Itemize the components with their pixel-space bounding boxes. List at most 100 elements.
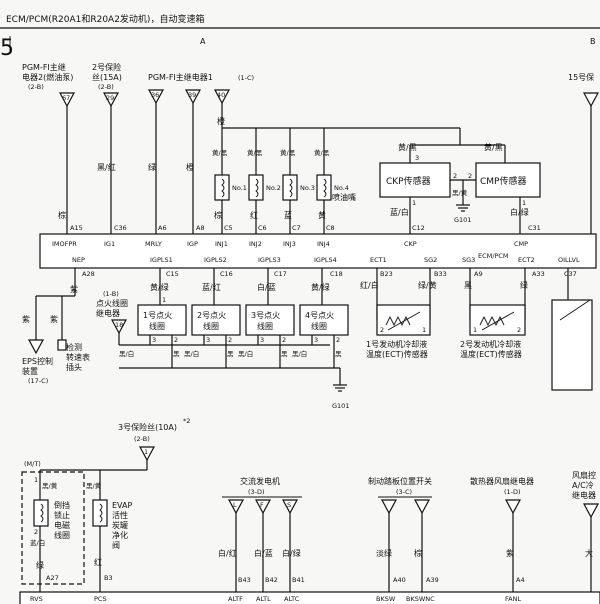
ac-relay-wire: 大	[585, 548, 593, 558]
svg-text:No.1: No.1	[232, 184, 247, 192]
ecm-term-inj1: INJ1	[215, 240, 228, 248]
pgm-relay2-label1: PGM-FI主继	[22, 62, 66, 72]
svg-text:黑/白: 黑/白	[292, 349, 307, 358]
lock-wire-bot-label: 蓝/白	[30, 538, 45, 547]
ecm-term-cmp: CMP	[514, 240, 528, 248]
svg-text:BKSW: BKSW	[376, 595, 396, 603]
ecm-term-inj4: INJ4	[317, 240, 330, 248]
svg-text:1: 1	[162, 296, 166, 304]
svg-text:黑: 黑	[173, 350, 180, 358]
svg-text:S: S	[287, 501, 291, 509]
svg-text:黑: 黑	[227, 350, 234, 358]
svg-text:BKSWNC: BKSWNC	[406, 595, 435, 603]
brake-switch-label: 制动踏板位置开关	[368, 476, 432, 486]
pin-a28: A28	[82, 270, 95, 278]
ig1-pin: C36	[114, 224, 127, 232]
svg-text:L: L	[233, 501, 237, 509]
ground-g101-sensor	[456, 204, 470, 212]
ect1-pin1: 1	[422, 326, 426, 334]
ckp-feed-wire-label: 黄/黑	[398, 142, 417, 152]
page-title: ECM/PCM(R20A1和R20A2发动机)，自动变速箱	[6, 13, 204, 25]
evap-wire-top: 黑/黄	[86, 481, 102, 490]
connector-40: 40	[213, 89, 231, 105]
g101-coils-label: G101	[332, 402, 349, 410]
fuse3-ref: (2-B)	[134, 435, 150, 443]
ground-g101-coils	[333, 384, 347, 392]
ig1-wire-label: 黑/红	[97, 162, 116, 172]
svg-text:B41: B41	[292, 576, 305, 584]
pgm-relay2-ref: (2-B)	[28, 83, 44, 91]
coil-relay-connector	[110, 319, 128, 335]
coil-relay-ref: (1-B)	[103, 290, 119, 298]
cmp-pin1: 1	[522, 199, 526, 207]
lock-label3: 电磁	[54, 520, 70, 530]
injector-2: 黄/黑 No.2 红 C6	[247, 128, 281, 234]
lock-label4: 线圈	[54, 530, 70, 540]
brake-switch-terminals: 淡绿 棕 A40 A39 BKSW BKSWNC	[376, 499, 439, 603]
connector-15-right	[582, 92, 600, 108]
svg-text:3: 3	[260, 336, 264, 344]
svg-text:C8: C8	[326, 224, 335, 232]
injector-3: 黄/黑 No.3 蓝 C7	[280, 128, 315, 234]
svg-text:C5: C5	[224, 224, 233, 232]
svg-text:39: 39	[188, 91, 196, 99]
svg-text:ALTL: ALTL	[256, 595, 271, 603]
svg-text:线圈: 线圈	[257, 321, 273, 331]
eps-connector	[27, 339, 45, 355]
meter-label1: 检测	[66, 342, 82, 352]
svg-text:A40: A40	[393, 576, 406, 584]
ecm-term-ig1: IG1	[104, 240, 115, 248]
svg-text:F: F	[260, 501, 264, 509]
evap-purge-valve	[92, 499, 108, 527]
ecm-term-ckp: CKP	[404, 240, 417, 248]
svg-text:67: 67	[62, 94, 70, 102]
evap-label1: EVAP	[112, 501, 132, 510]
ect1-thermistor	[385, 311, 421, 331]
pin-c18: C18	[330, 270, 343, 278]
svg-text:2号点火: 2号点火	[197, 311, 226, 320]
pin-a33: A33	[532, 270, 545, 278]
svg-text:No.3: No.3	[300, 184, 315, 192]
cmp-wire-label: 白/绿	[510, 207, 529, 217]
ignition-coil-3: 白/蓝 3号点火 线圈 3 2 黑/白 黑	[238, 268, 295, 368]
meter-wire-label: 紫	[50, 315, 58, 324]
section-a-label: A	[200, 37, 206, 46]
svg-text:红: 红	[250, 210, 258, 220]
evap-wire-bot: 红	[94, 557, 102, 567]
imofpr-wire-label: 棕	[58, 210, 66, 220]
reverse-lock-solenoid	[33, 499, 49, 527]
svg-text:黑: 黑	[281, 350, 288, 358]
svg-text:白/红: 白/红	[218, 548, 237, 558]
pin-c15: C15	[166, 270, 179, 278]
fuse3-connector	[138, 446, 156, 462]
svg-text:黄/黑: 黄/黑	[247, 148, 263, 157]
svg-text:白/绿: 白/绿	[282, 548, 301, 558]
svg-text:黑/白: 黑/白	[119, 349, 134, 358]
svg-text:3: 3	[206, 336, 210, 344]
ect1-sensor	[376, 304, 431, 336]
tach-test-connector	[57, 339, 67, 351]
svg-text:黄/黑: 黄/黑	[212, 148, 228, 157]
ecm-block-label: ECM/PCM	[478, 252, 509, 260]
svg-text:4号点火: 4号点火	[305, 311, 334, 320]
svg-text:2: 2	[336, 336, 340, 344]
fan-relay-connector	[504, 499, 522, 515]
svg-text:黄/绿: 黄/绿	[150, 282, 169, 292]
ignition-coil-4: 黄/绿 4号点火 线圈 3 2 黑/白 黑	[292, 268, 349, 368]
g101-sensor-label: G101	[454, 216, 471, 224]
fuse15-label: 15号保	[568, 72, 594, 82]
ect2-pin2: 2	[517, 326, 521, 334]
ecm-term-inj3: INJ3	[283, 240, 296, 248]
cmp-pin2: 2	[468, 172, 472, 180]
connector-36: 36	[147, 89, 165, 105]
ignition-coil-1: 黄/绿 1号点火 线圈 1 3 2 黑/白 黑	[119, 268, 187, 368]
svg-text:白/蓝: 白/蓝	[257, 282, 276, 292]
sensor-shield-wire: 黑/黄	[452, 188, 468, 197]
ecm-term-imofpr: IMOFPR	[52, 240, 77, 248]
svg-text:棕: 棕	[214, 210, 222, 220]
svg-text:黄: 黄	[318, 210, 326, 220]
svg-text:棕: 棕	[414, 548, 422, 558]
svg-text:29: 29	[106, 94, 114, 102]
fuse3-label: 3号保险丝(10A)	[118, 422, 177, 432]
